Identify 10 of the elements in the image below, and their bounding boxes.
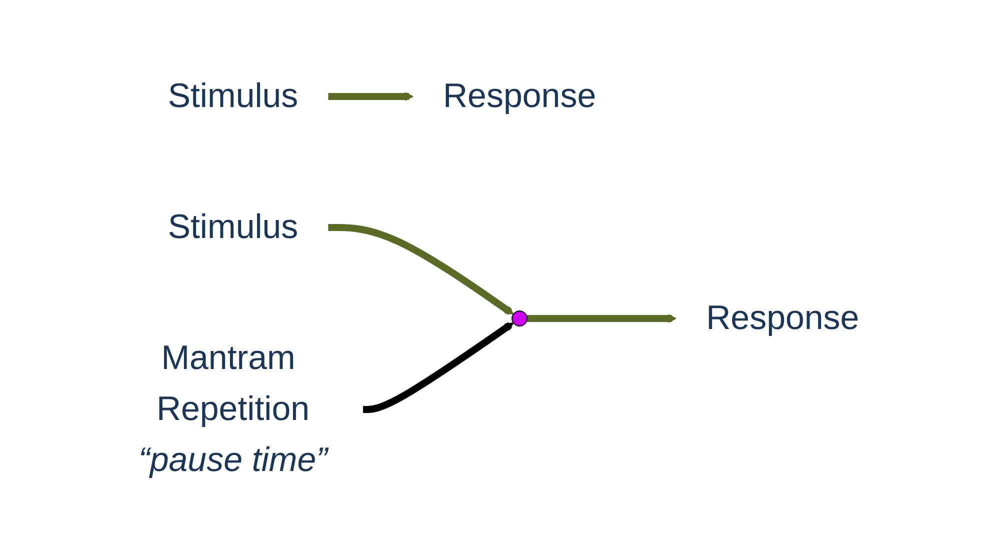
node-text: Stimulus <box>168 77 299 115</box>
node-text: Response <box>706 299 860 337</box>
node-circle <box>512 310 528 326</box>
arrow <box>363 322 514 413</box>
node-text: Stimulus <box>168 208 299 246</box>
arrow <box>328 92 414 101</box>
arrow <box>328 224 514 315</box>
node-text: Mantram Repetition “pause time” <box>138 339 328 479</box>
node-text: Response <box>443 77 596 115</box>
arrow <box>527 314 677 323</box>
